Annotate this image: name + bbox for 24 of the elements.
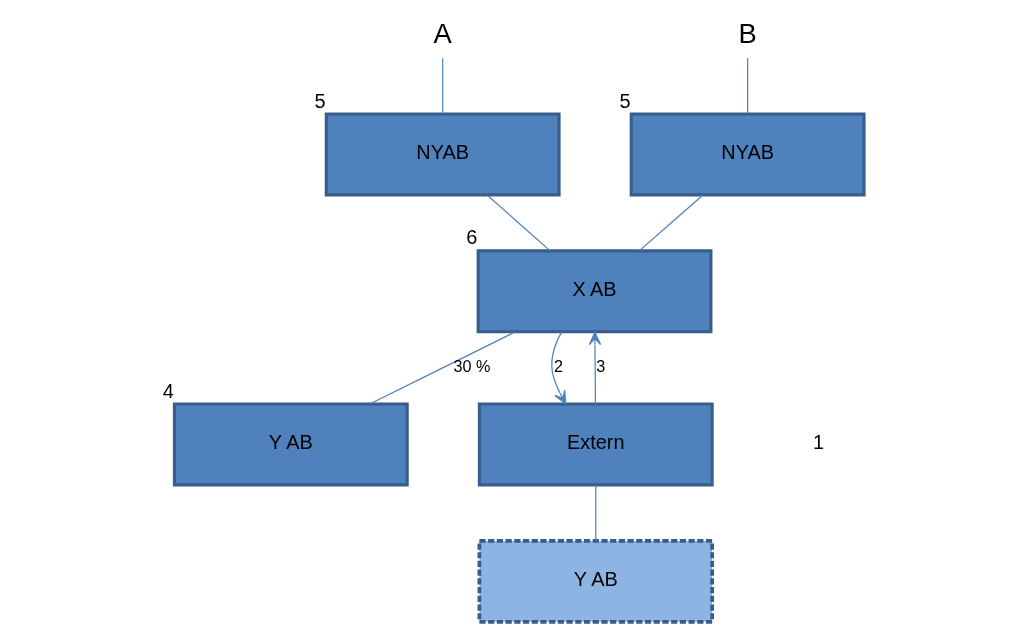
node-label: 6 — [466, 226, 478, 249]
connector — [442, 57, 444, 115]
node-box: Y AB — [477, 539, 715, 624]
connector — [369, 331, 516, 405]
node-label: 5 — [619, 89, 631, 112]
node-box: X AB — [476, 249, 713, 334]
arrow — [551, 331, 567, 405]
node-label: 4 — [162, 379, 174, 402]
node-text: B — [738, 17, 757, 49]
arrow — [588, 331, 602, 405]
connector — [595, 484, 597, 542]
label: 1 — [813, 431, 825, 454]
node-text: A — [433, 17, 452, 49]
node-box: NYAB — [324, 112, 561, 197]
connector — [747, 57, 749, 115]
connector — [486, 194, 551, 252]
edge-label: 30 % — [453, 357, 491, 376]
edge-label: 3 — [596, 357, 606, 376]
edge-label: 2 — [553, 357, 563, 376]
node-box: Y AB — [172, 402, 409, 487]
node-box: NYAB — [629, 112, 866, 197]
connector — [638, 194, 704, 252]
node-box: Extern — [477, 402, 714, 487]
node-label: 5 — [314, 89, 326, 112]
